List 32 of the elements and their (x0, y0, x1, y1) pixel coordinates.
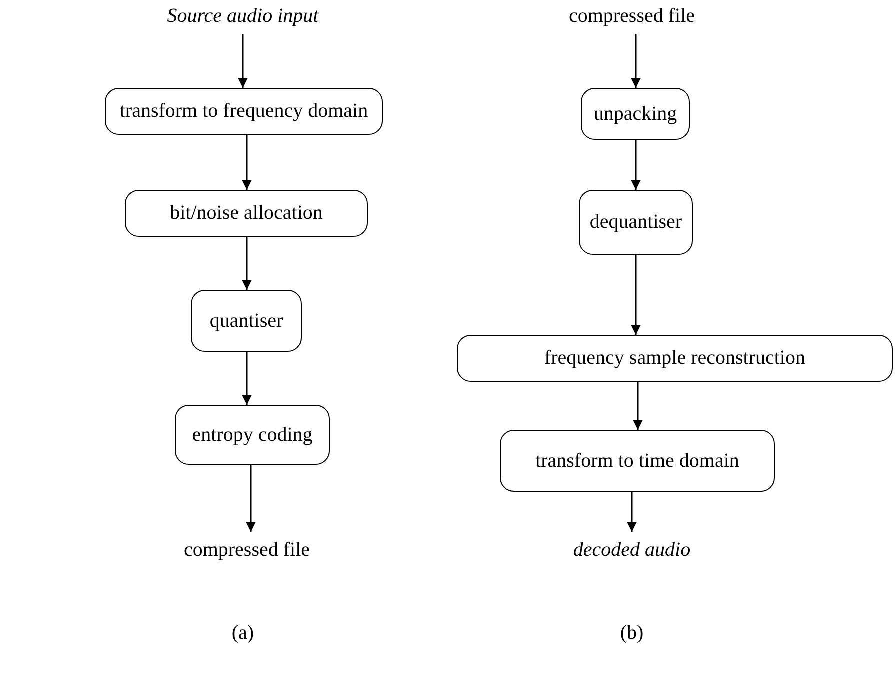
flow-label: Source audio input (167, 4, 319, 28)
process-label: quantiser (210, 310, 284, 332)
process-label: transform to frequency domain (120, 100, 368, 123)
process-box (581, 88, 690, 140)
process-label: frequency sample reconstruction (544, 347, 806, 370)
arrow (242, 135, 252, 190)
arrow (631, 34, 641, 88)
arrow (242, 237, 252, 290)
process-box (457, 335, 893, 382)
process-box (175, 405, 330, 465)
process-box (579, 190, 693, 255)
arrow (242, 352, 252, 405)
flow-label: decoded audio (573, 538, 691, 562)
process-box (105, 88, 383, 135)
flow-label: compressed file (568, 4, 696, 28)
process-box (500, 430, 775, 492)
arrow (631, 140, 641, 190)
process-box (191, 290, 302, 352)
arrow (627, 492, 637, 532)
panel-label: (b) (620, 622, 644, 645)
arrow (238, 34, 248, 88)
process-label: entropy coding (192, 424, 313, 446)
arrow (633, 382, 643, 430)
arrow (631, 255, 641, 335)
process-box (125, 190, 368, 237)
process-label: transform to time domain (536, 450, 740, 472)
process-label: unpacking (594, 102, 678, 126)
panel-label: (a) (232, 622, 254, 645)
flow-label: compressed file (184, 538, 310, 562)
arrow (246, 465, 256, 532)
process-label: bit/noise allocation (170, 202, 323, 225)
process-label: dequantiser (590, 211, 682, 234)
